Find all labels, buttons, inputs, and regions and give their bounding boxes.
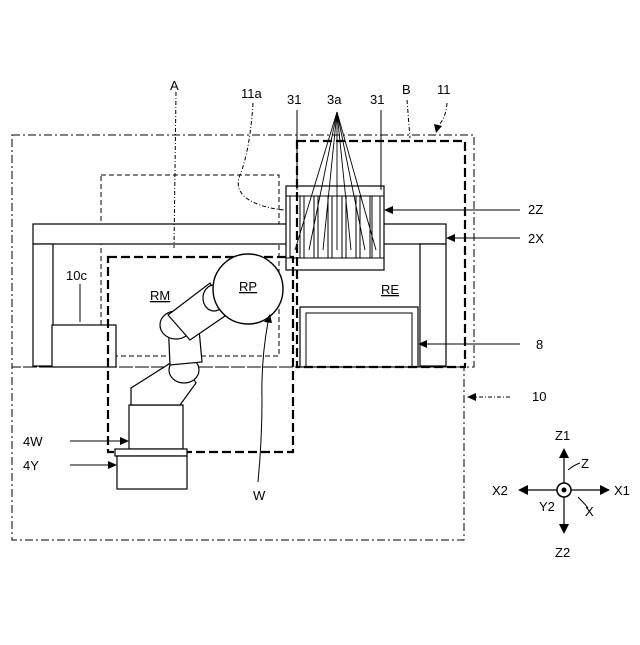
box-8 [300,307,418,367]
label-11a: 11a [241,86,262,101]
gantry-leg-right [420,244,446,366]
robot-base-4w [129,405,183,449]
axis-label-x: X [585,504,594,519]
label-w: W [253,488,266,503]
label-3a: 3a [327,92,342,107]
label-31-right: 31 [370,92,384,107]
label-11: 11 [437,82,451,97]
block-4y [117,456,187,489]
axis-label-x1: X1 [614,483,630,498]
label-10: 10 [532,389,546,404]
block-10c [52,325,116,367]
axis-label-z1: Z1 [555,428,570,443]
label-2z: 2Z [528,202,543,217]
axis-x2-arrow [518,485,528,495]
axis-z1-arrow [559,448,569,458]
label-4y: 4Y [23,458,39,473]
label-rm: RM [150,288,170,303]
robot-base-flange [115,449,187,456]
label-8: 8 [536,337,543,352]
label-b: B [402,82,411,97]
label-rp: RP [239,279,257,294]
axis-label-z: Z [581,456,589,471]
label-4w: 4W [23,434,43,449]
base-10 [12,367,464,540]
axis-label-x2: X2 [492,483,508,498]
axis-label-z2: Z2 [555,545,570,560]
label-a: A [170,78,179,93]
axis-label-y2: Y2 [539,499,555,514]
axis-z2-arrow [559,524,569,534]
label-2x: 2X [528,231,544,246]
label-31-left: 31 [287,92,301,107]
gantry-leg-left [33,244,53,366]
label-10c: 10c [66,268,87,283]
label-re: RE [381,282,399,297]
axis-x1-arrow [600,485,610,495]
